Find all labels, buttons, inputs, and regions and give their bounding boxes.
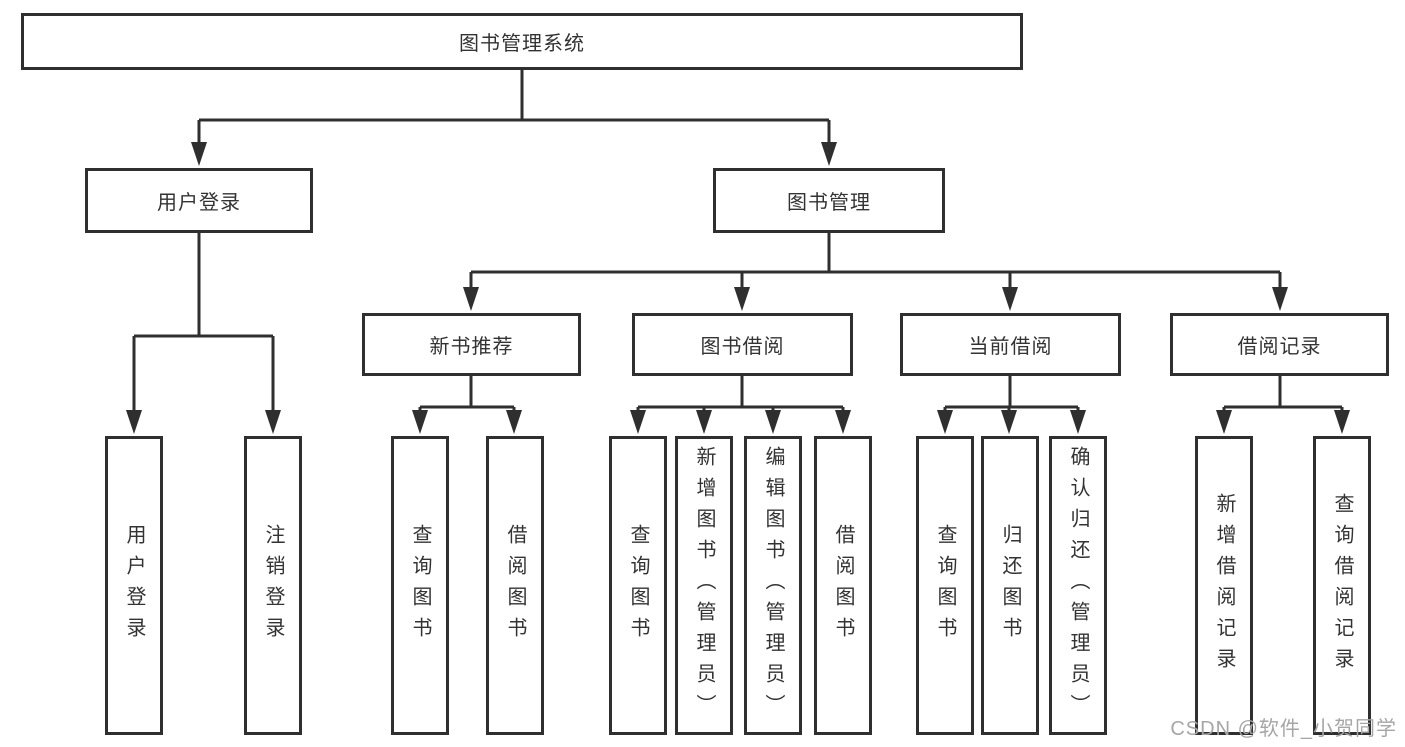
node-book-borrow: 图书借阅	[632, 313, 853, 376]
leaf-label: 用户登录	[123, 523, 145, 648]
node-user-login: 用户登录	[85, 168, 313, 233]
node-borrow-records: 借阅记录	[1170, 313, 1389, 376]
node-new-book-recommend: 新书推荐	[362, 313, 581, 376]
leaf-user-login: 用户登录	[105, 436, 163, 735]
leaf-label: 确认归还（管理员）	[1067, 446, 1089, 725]
leaf-query-books-borrow: 查询图书	[609, 436, 667, 735]
node-current-borrow: 当前借阅	[900, 313, 1121, 376]
leaf-borrow-books-recommend: 借阅图书	[486, 436, 544, 735]
node-root: 图书管理系统	[21, 13, 1023, 70]
leaf-add-book-admin: 新增图书（管理员）	[675, 436, 733, 735]
leaf-label: 借阅图书	[504, 523, 526, 648]
leaf-logout: 注销登录	[244, 436, 302, 735]
leaf-label: 新增借阅记录	[1213, 492, 1235, 679]
leaf-label: 归还图书	[999, 523, 1021, 648]
node-book-management: 图书管理	[713, 168, 945, 233]
leaf-query-borrow-record: 查询借阅记录	[1313, 436, 1371, 735]
leaf-label: 借阅图书	[832, 523, 854, 648]
leaf-label: 查询图书	[409, 523, 431, 648]
leaf-label: 查询借阅记录	[1331, 492, 1353, 679]
leaf-add-borrow-record: 新增借阅记录	[1195, 436, 1253, 735]
leaf-edit-book-admin: 编辑图书（管理员）	[744, 436, 802, 735]
leaf-borrow-books: 借阅图书	[814, 436, 872, 735]
leaf-confirm-return-admin: 确认归还（管理员）	[1049, 436, 1107, 735]
leaf-query-books-current: 查询图书	[916, 436, 974, 735]
leaf-label: 查询图书	[934, 523, 956, 648]
leaf-label: 注销登录	[262, 523, 284, 648]
leaf-return-books: 归还图书	[981, 436, 1039, 735]
leaf-query-books-recommend: 查询图书	[391, 436, 449, 735]
watermark-text: CSDN @软件_小贺同学	[1170, 718, 1397, 740]
leaf-label: 编辑图书（管理员）	[762, 446, 784, 725]
leaf-label: 查询图书	[627, 523, 649, 648]
leaf-label: 新增图书（管理员）	[693, 446, 715, 725]
